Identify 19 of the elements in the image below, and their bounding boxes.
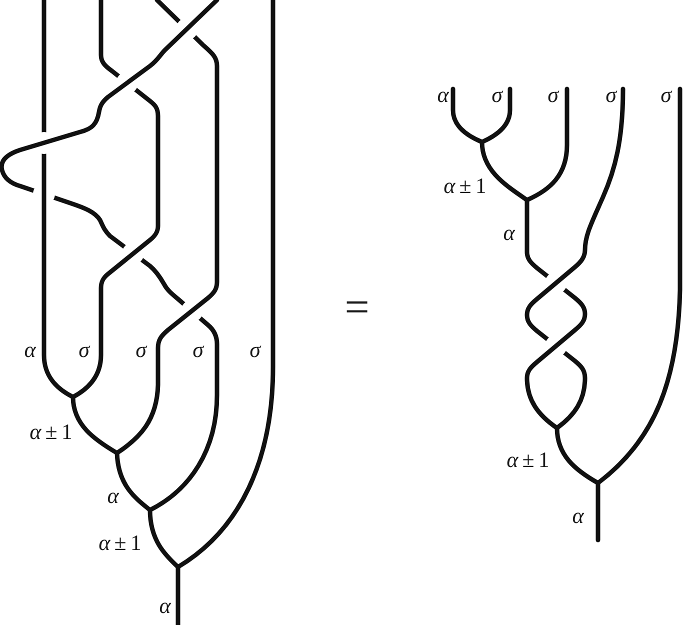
- strand-label: σ: [492, 84, 502, 106]
- strand-label: α: [437, 84, 449, 106]
- equals-sign: =: [344, 286, 370, 330]
- strand-label: σ: [136, 338, 146, 361]
- strand-label: σ: [78, 338, 90, 361]
- strand-label: α±1: [444, 174, 490, 197]
- strand-label: σ: [548, 84, 558, 106]
- strand-label: σ: [660, 84, 672, 106]
- strand-label: α: [24, 338, 36, 361]
- strand-label: σ: [192, 338, 204, 361]
- strand-label: α: [159, 594, 171, 617]
- strand-label: σ: [250, 338, 260, 361]
- strand-label: α: [572, 504, 584, 527]
- strand-label: α±1: [506, 448, 554, 471]
- strand-label: α: [503, 222, 515, 244]
- strand-label: α±1: [30, 420, 76, 443]
- strand-label: α±1: [98, 532, 146, 554]
- strand-label: σ: [606, 84, 616, 106]
- strand-label: α: [107, 484, 119, 507]
